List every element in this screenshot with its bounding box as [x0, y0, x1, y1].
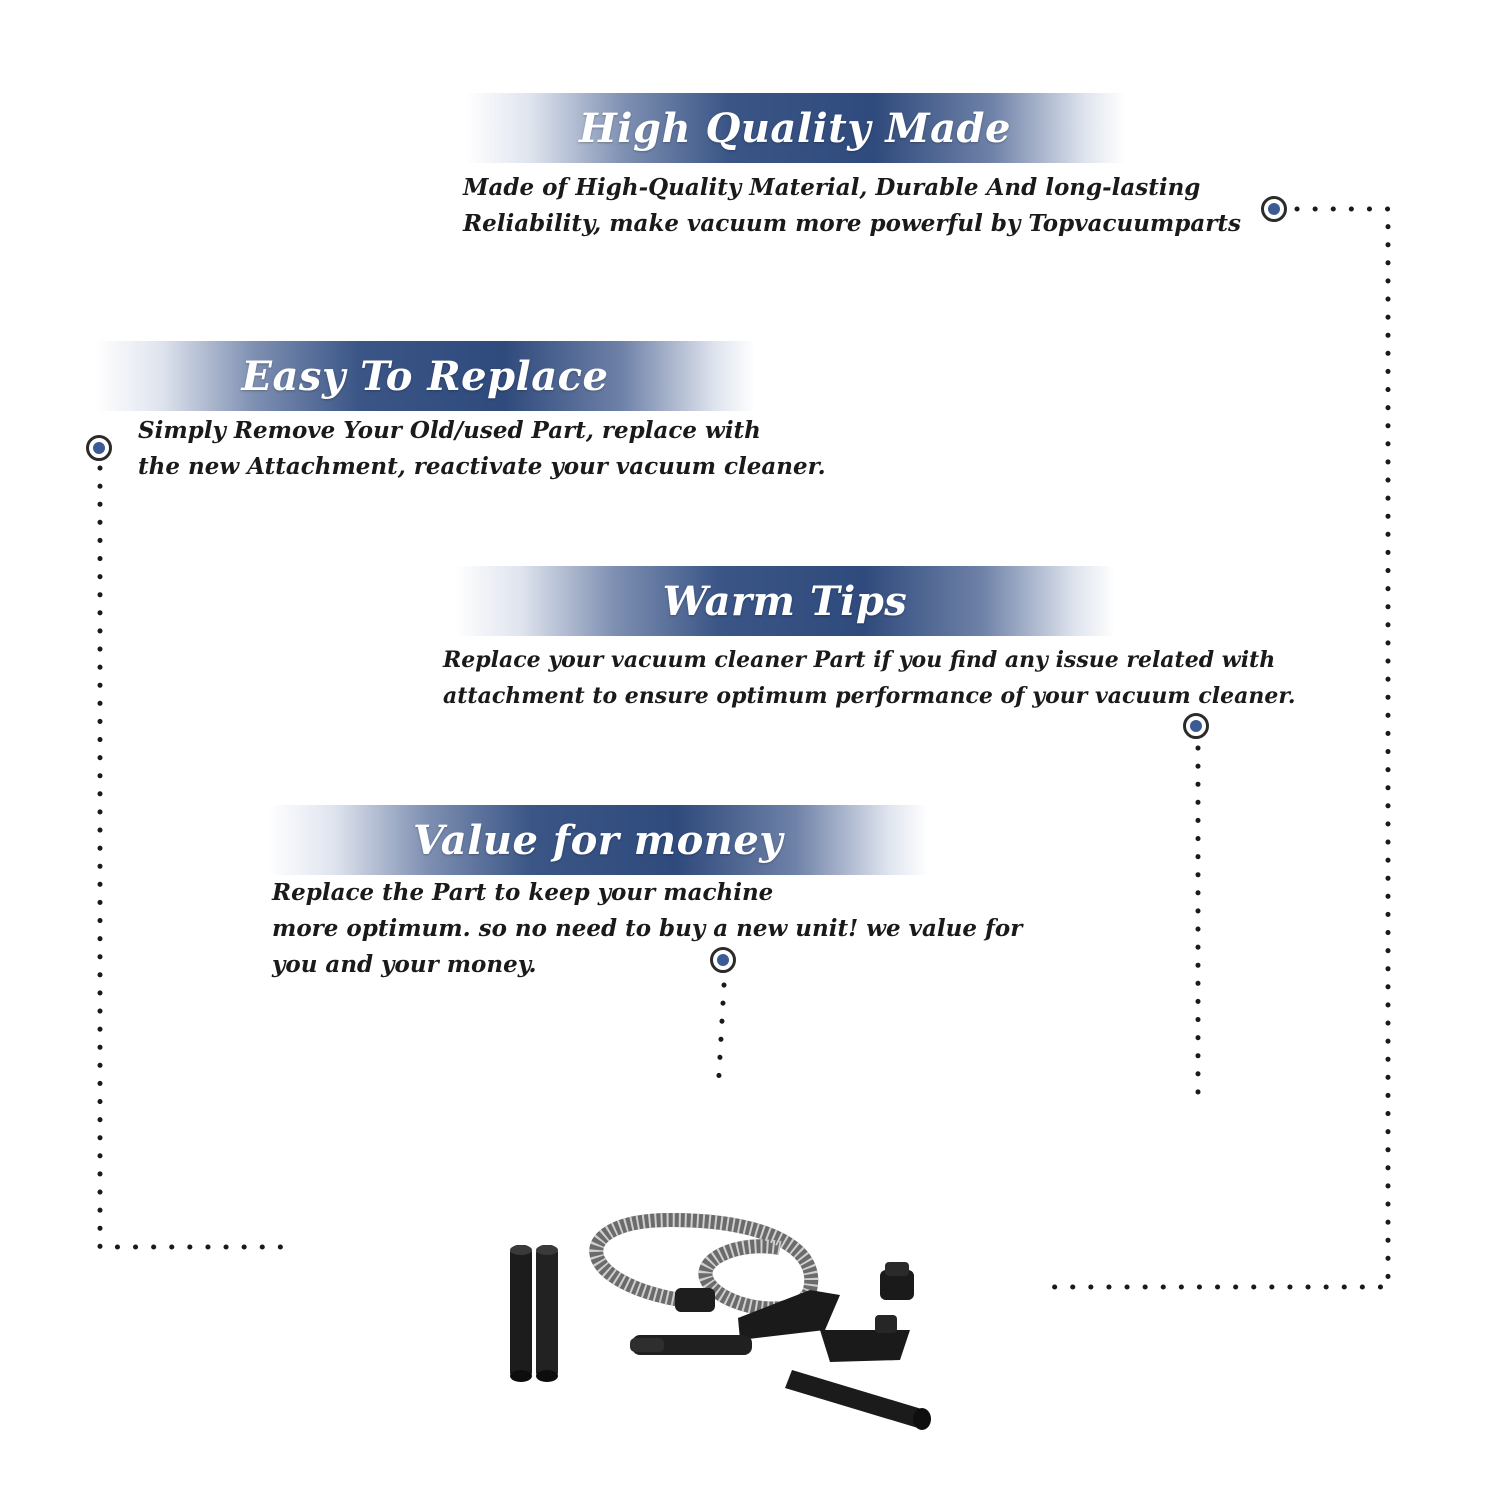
- description-line: Simply Remove Your Old/used Part, replac…: [138, 417, 761, 444]
- banner-warm-tips: Warm Tips: [455, 566, 1115, 636]
- bullet-marker-icon: [86, 435, 112, 461]
- section-title: Value for money: [412, 816, 784, 864]
- bullet-marker-icon: [710, 947, 736, 973]
- description-line: more optimum. so no need to buy a new un…: [272, 915, 1023, 942]
- description-line: Made of High-Quality Material, Durable A…: [463, 174, 1201, 201]
- description-line: the new Attachment, reactivate your vacu…: [138, 453, 826, 480]
- description-value-money: Replace the Part to keep your machine mo…: [272, 875, 1022, 983]
- connector-easy-replace: [97, 465, 299, 1250]
- description-line: attachment to ensure optimum performance…: [443, 683, 1296, 709]
- banner-value-money: Value for money: [268, 805, 928, 875]
- description-line: Replace the Part to keep your machine: [272, 879, 774, 906]
- description-line: Reliability, make vacuum more powerful b…: [463, 210, 1241, 237]
- description-high-quality: Made of High-Quality Material, Durable A…: [463, 170, 1241, 242]
- vacuum-attachment-kit-icon: [510, 1212, 931, 1430]
- description-warm-tips: Replace your vacuum cleaner Part if you …: [443, 642, 1296, 714]
- section-title: High Quality Made: [579, 104, 1011, 152]
- connector-value-money: [715, 982, 727, 1095]
- description-easy-replace: Simply Remove Your Old/used Part, replac…: [138, 413, 826, 485]
- banner-easy-replace: Easy To Replace: [95, 341, 755, 411]
- description-line: Replace your vacuum cleaner Part if you …: [443, 647, 1276, 673]
- banner-high-quality: High Quality Made: [465, 93, 1125, 163]
- section-title: Warm Tips: [662, 577, 908, 625]
- bullet-marker-icon: [1183, 713, 1209, 739]
- section-title: Easy To Replace: [241, 352, 609, 400]
- description-line: you and your money.: [272, 951, 537, 978]
- connector-high-quality: [1035, 206, 1391, 1290]
- bullet-marker-icon: [1261, 196, 1287, 222]
